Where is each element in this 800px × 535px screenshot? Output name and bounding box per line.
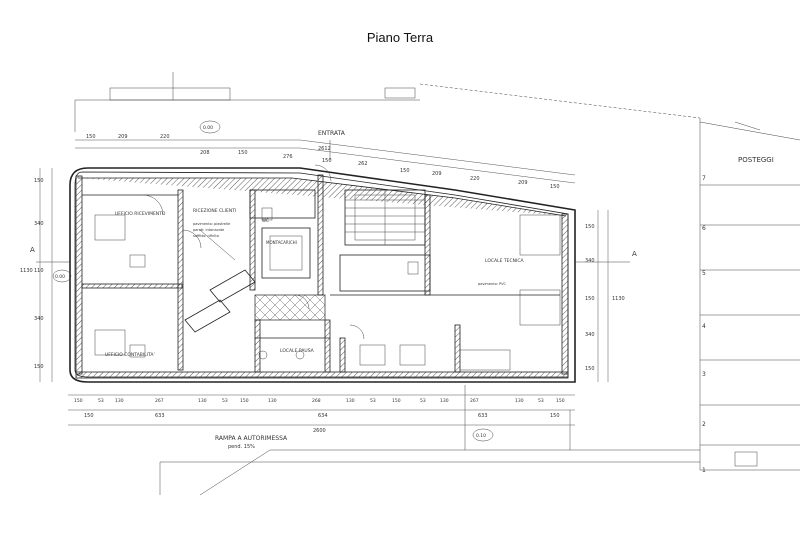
dim-bottom: 268: [312, 398, 321, 404]
dim-bottom: 53: [222, 398, 228, 404]
room-label-wc: WC: [262, 218, 269, 223]
dim-top: 220: [470, 176, 480, 182]
dim-left: 150: [34, 178, 44, 184]
dim-right-total: 1130: [612, 296, 625, 302]
level-markers: [52, 120, 494, 442]
room-spec-walls: pareti: intonacate: [193, 228, 224, 232]
dim-bottom: 53: [370, 398, 376, 404]
dim-top: 150: [322, 158, 332, 164]
dim-top-total: 2612: [318, 146, 331, 152]
room-label-reception: UFFICIO RICEVIMENTO: [115, 211, 166, 217]
dim-left: 110: [34, 268, 44, 274]
dim-left: 150: [34, 364, 44, 370]
dim-top: 220: [160, 134, 170, 140]
section-marker-left: A: [30, 246, 35, 254]
dim-bottom-total: 2600: [313, 428, 326, 434]
dim-bottom: 130: [268, 398, 277, 404]
parking-label: POSTEGGI: [738, 156, 774, 164]
entrance-label: ENTRATA: [318, 130, 346, 137]
dim-bottom: 130: [346, 398, 355, 404]
dim-top: 276: [283, 154, 293, 160]
dim-bottom-2: 150: [84, 413, 94, 419]
dim-top: 262: [358, 161, 368, 167]
section-marker-right: A: [632, 250, 637, 258]
dim-bottom: 150: [392, 398, 401, 404]
room-label-technical: LOCALE TECNICA: [485, 258, 524, 264]
dim-bottom: 53: [98, 398, 104, 404]
dim-left: 340: [34, 316, 44, 322]
doors: [142, 164, 365, 340]
ramp-label: RAMPA A AUTORIMESSA: [215, 435, 288, 442]
room-spec-technical: pavimento: PVC: [478, 282, 507, 286]
parking-number: 7: [702, 175, 706, 182]
parking-number: 3: [702, 371, 706, 378]
site-boundary: [74, 72, 800, 496]
dim-bottom: 130: [115, 398, 124, 404]
dim-bottom: 150: [74, 398, 83, 404]
dim-top: 150: [86, 134, 96, 140]
level-label-bottom: 0.10: [476, 433, 486, 439]
room-label-deposit: MONTACARICHI: [266, 240, 297, 245]
dim-bottom: 53: [538, 398, 544, 404]
level-label-left: 0.00: [55, 274, 65, 280]
parking-number: 4: [702, 323, 706, 330]
dim-right: 150: [585, 296, 595, 302]
parking-number: 2: [702, 421, 706, 428]
dim-bottom: 150: [240, 398, 249, 404]
dimension-lines: [39, 139, 609, 426]
dim-left: 340: [34, 221, 44, 227]
dim-bottom-2: 633: [155, 413, 165, 419]
dim-bottom: 267: [155, 398, 164, 404]
dim-right: 150: [585, 224, 595, 230]
dim-left-total: 1130: [20, 268, 33, 274]
stairs: [345, 190, 425, 245]
dim-bottom-2: 633: [478, 413, 488, 419]
room-label-clients: RICEZIONE CLIENTI: [193, 208, 236, 214]
dim-right: 340: [585, 332, 595, 338]
room-spec-ceiling: soffitto: rifinito: [193, 234, 219, 238]
parking-number: 6: [702, 225, 706, 232]
dim-bottom: 53: [420, 398, 426, 404]
dim-bottom: 267: [470, 398, 479, 404]
dim-bottom: 130: [440, 398, 449, 404]
dim-right: 150: [585, 366, 595, 372]
dim-bottom-2: 150: [550, 413, 560, 419]
furniture: [94, 207, 561, 366]
level-label-top: 0.00: [203, 125, 213, 131]
dim-top: 150: [238, 150, 248, 156]
dim-bottom: 130: [515, 398, 524, 404]
dim-bottom-2: 634: [318, 413, 328, 419]
dim-top: 150: [400, 168, 410, 174]
dim-bottom: 130: [198, 398, 207, 404]
parking-number: 5: [702, 270, 706, 277]
page-title: Piano Terra: [366, 30, 434, 45]
interior-walls: [81, 174, 561, 373]
room-label-pause: LOCALE PAUSA: [280, 348, 315, 354]
dim-top: 150: [550, 184, 560, 190]
dim-right: 340: [585, 258, 595, 264]
parking-area: [700, 184, 800, 446]
dim-top: 208: [200, 150, 210, 156]
dim-bottom: 150: [556, 398, 565, 404]
dim-top: 209: [518, 180, 528, 186]
room-spec-floor: pavimento: piastrelle: [193, 222, 230, 226]
parking-number: 1: [702, 467, 706, 474]
ramp-slope: pend. 15%: [228, 444, 255, 450]
dim-top: 209: [118, 134, 128, 140]
room-label-accounting: UFFICIO CONTABILITA': [105, 352, 155, 358]
dim-top: 209: [432, 171, 442, 177]
